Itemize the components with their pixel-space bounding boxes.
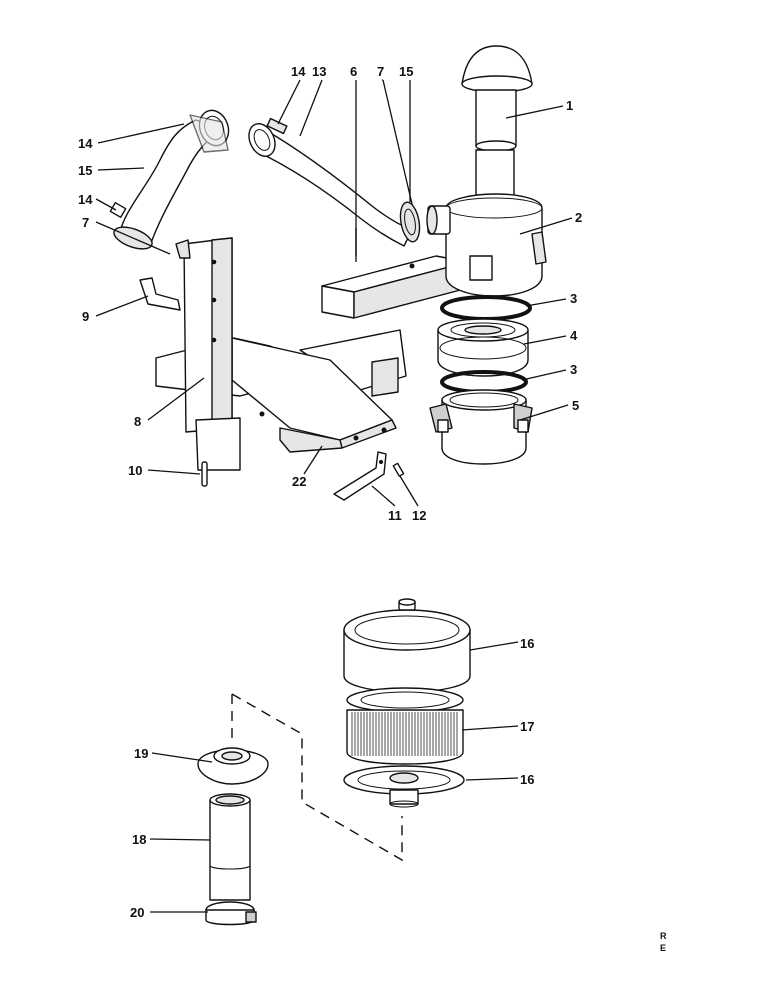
filter-pleats xyxy=(351,712,458,756)
callout-15-left: 15 xyxy=(78,163,92,178)
callout-9: 9 xyxy=(82,309,89,324)
callout-20: 20 xyxy=(130,905,144,920)
air-cleaner-body xyxy=(426,193,547,297)
gasket-ring-upper xyxy=(440,295,532,321)
callout-1: 1 xyxy=(566,98,573,113)
bracket-11 xyxy=(333,451,387,501)
callout-15-top: 15 xyxy=(399,64,413,79)
filter-base-plate xyxy=(343,765,465,808)
intake-pipe xyxy=(209,793,251,901)
precleaner-cap xyxy=(461,45,533,201)
oil-bowl xyxy=(429,389,533,465)
callout-22: 22 xyxy=(292,474,306,489)
callout-18: 18 xyxy=(132,832,146,847)
filter-element xyxy=(437,318,529,377)
mounting-frame xyxy=(155,237,407,471)
dashed-connection-line xyxy=(231,693,403,862)
long-intake-hose xyxy=(248,117,421,247)
callout-2: 2 xyxy=(575,210,582,225)
hose-clamp xyxy=(205,901,257,926)
callout-10: 10 xyxy=(128,463,142,478)
corner-mark-line2: E xyxy=(660,943,666,953)
callout-11: 11 xyxy=(388,508,402,523)
corner-mark-line1: R xyxy=(660,931,667,941)
callout-14-left-lower: 14 xyxy=(78,192,93,207)
filter-cover xyxy=(343,598,471,693)
callout-5: 5 xyxy=(572,398,579,413)
callout-3-lower: 3 xyxy=(570,362,577,377)
pin xyxy=(201,461,208,487)
callout-8: 8 xyxy=(134,414,141,429)
callout-14-left-upper: 14 xyxy=(78,136,93,151)
left-intake-hose xyxy=(109,109,230,250)
rubber-adaptor xyxy=(197,747,269,785)
callout-4: 4 xyxy=(570,328,578,343)
callout-14-top: 14 xyxy=(291,64,306,79)
upper-bracket xyxy=(321,255,469,319)
paper-filter-element xyxy=(346,687,464,765)
callout-19: 19 xyxy=(134,746,148,761)
callout-7-top: 7 xyxy=(377,64,384,79)
corner-mark: R E xyxy=(660,931,667,953)
callout-16-upper: 16 xyxy=(520,636,534,651)
callout-13: 13 xyxy=(312,64,326,79)
callout-16-lower: 16 xyxy=(520,772,534,787)
callout-numbers: 1 2 3 4 3 5 6 7 15 13 14 14 15 14 7 9 8 … xyxy=(78,64,582,920)
callout-6: 6 xyxy=(350,64,357,79)
callout-17: 17 xyxy=(520,719,534,734)
callout-7-left: 7 xyxy=(82,215,89,230)
callout-12: 12 xyxy=(412,508,426,523)
bracket-9 xyxy=(139,277,181,311)
callout-3-upper: 3 xyxy=(570,291,577,306)
callout-leaders xyxy=(95,79,573,913)
bolt-12 xyxy=(392,462,405,477)
